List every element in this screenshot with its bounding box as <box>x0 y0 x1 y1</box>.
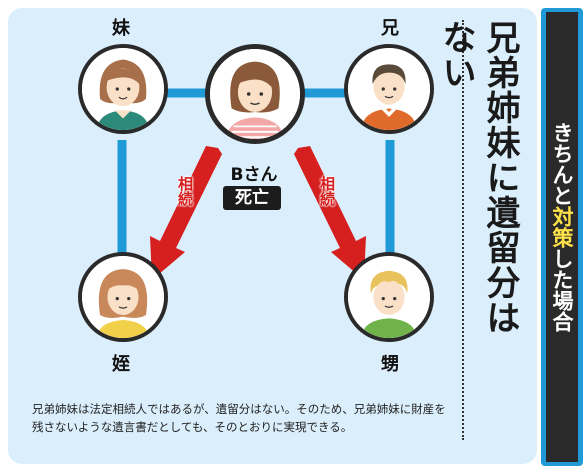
right-arrow-label: 相続 <box>318 176 336 206</box>
sidebar-text-pre: きちんと <box>550 122 574 206</box>
dotted-divider <box>462 20 464 440</box>
vertical-title: 兄弟姉妹に遺留分はない <box>436 20 520 335</box>
sidebar-heading: きちんと対策した場合 <box>546 122 578 422</box>
nephew-portrait <box>344 252 434 342</box>
sidebar-inner: きちんと対策した場合 <box>546 12 578 462</box>
niece-label: 姪 <box>112 354 130 375</box>
explanatory-note: 兄弟姉妹は法定相続人ではあるが、遺留分はない。そのため、兄弟姉妹に財産を残さない… <box>32 402 446 434</box>
sidebar: きちんと対策した場合 <box>541 8 583 466</box>
sidebar-highlight-1: 対 <box>550 206 574 227</box>
boy-avatar-icon <box>348 256 430 338</box>
brother-label: 兄 <box>381 18 399 39</box>
left-arrow-label: 相続 <box>176 176 194 206</box>
deceased-badge: 死亡 <box>223 186 281 210</box>
b-san-portrait <box>205 44 305 144</box>
girl-avatar-icon <box>82 256 164 338</box>
b-san-name: Bさん <box>230 165 278 185</box>
left-inheritance-arrow <box>150 146 222 280</box>
sidebar-highlight-2: 策 <box>550 227 574 248</box>
right-inheritance-arrow <box>294 146 366 280</box>
man-avatar-icon <box>348 48 430 130</box>
niece-portrait <box>78 252 168 342</box>
brother-portrait <box>344 44 434 134</box>
sister-portrait <box>78 44 168 134</box>
sister-label: 妹 <box>112 18 130 39</box>
woman-avatar-icon <box>82 48 164 130</box>
sidebar-text-post: した場合 <box>550 248 574 332</box>
woman-avatar-icon <box>210 49 300 139</box>
nephew-label: 甥 <box>381 354 399 375</box>
